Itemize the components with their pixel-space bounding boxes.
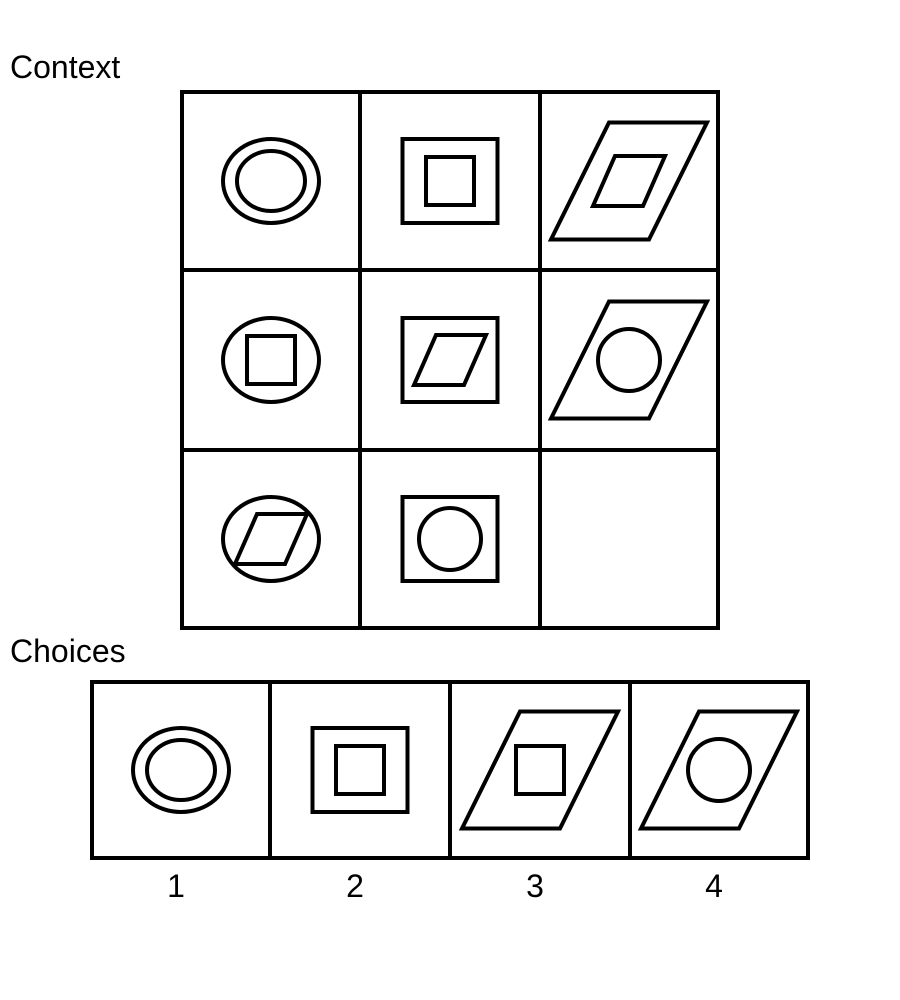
- choice-2-figure: [310, 726, 410, 814]
- choice-3-inner-square: [514, 744, 566, 796]
- context-cell-3-inner-parallelogram: [589, 154, 669, 208]
- choice-number-1: 1: [167, 868, 185, 904]
- choice-3-outer-parallelogram: [458, 709, 622, 831]
- context-cell-2-outer-square: [400, 137, 500, 225]
- choice-3: [452, 684, 628, 856]
- context-cell-3: [542, 94, 716, 268]
- choices-label: Choices: [10, 633, 126, 669]
- context-cell-8-inner-circle: [417, 506, 483, 572]
- choice-2-inner-square: [334, 744, 386, 796]
- context-cell-7-inner-parallelogram: [231, 512, 311, 566]
- context-cell-6-figure: [547, 299, 711, 421]
- choice-1-outer-circle: [131, 726, 231, 814]
- context-label: Context: [10, 49, 121, 85]
- context-cell-5: [362, 272, 538, 448]
- choice-2-outer-square: [310, 726, 410, 814]
- context-cell-2-inner-square: [424, 155, 476, 207]
- context-cell-1-figure: [221, 137, 321, 225]
- choice-number-2: 2: [346, 868, 364, 904]
- choice-number-4: 4: [705, 868, 723, 904]
- context-cell-9: [542, 452, 716, 626]
- context-grid-border: [180, 90, 720, 630]
- choice-1: [94, 684, 268, 856]
- choice-1-inner-circle: [145, 738, 217, 802]
- context-cell-4-figure: [221, 316, 321, 404]
- choice-4: [632, 684, 806, 856]
- context-cell-7: [184, 452, 358, 626]
- context-cell-1-outer-circle: [221, 137, 321, 225]
- context-cell-1: [184, 94, 358, 268]
- context-cell-2: [362, 94, 538, 268]
- choice-3-figure: [458, 709, 622, 831]
- context-cell-2-figure: [400, 137, 500, 225]
- context-cell-6-inner-circle: [596, 327, 662, 393]
- context-cell-8-outer-square: [400, 495, 500, 583]
- context-cell-4-inner-square: [245, 334, 297, 386]
- context-cell-4: [184, 272, 358, 448]
- context-cell-5-outer-square: [400, 316, 500, 404]
- context-cell-3-figure: [547, 120, 711, 242]
- context-cell-5-inner-parallelogram: [410, 333, 490, 387]
- context-cell-3-outer-parallelogram: [547, 120, 711, 242]
- choice-4-outer-parallelogram: [637, 709, 801, 831]
- choice-4-inner-circle: [686, 737, 752, 803]
- context-cell-8-figure: [400, 495, 500, 583]
- choice-number-3: 3: [526, 868, 544, 904]
- choice-1-figure: [131, 726, 231, 814]
- context-cell-7-outer-circle: [221, 495, 321, 583]
- context-cell-5-figure: [400, 316, 500, 404]
- context-cell-6: [542, 272, 716, 448]
- context-cell-8: [362, 452, 538, 626]
- context-cell-1-inner-circle: [235, 149, 307, 213]
- choice-2: [272, 684, 448, 856]
- context-cell-7-figure: [221, 495, 321, 583]
- choice-4-figure: [637, 709, 801, 831]
- context-cell-6-outer-parallelogram: [547, 299, 711, 421]
- context-cell-4-outer-circle: [221, 316, 321, 404]
